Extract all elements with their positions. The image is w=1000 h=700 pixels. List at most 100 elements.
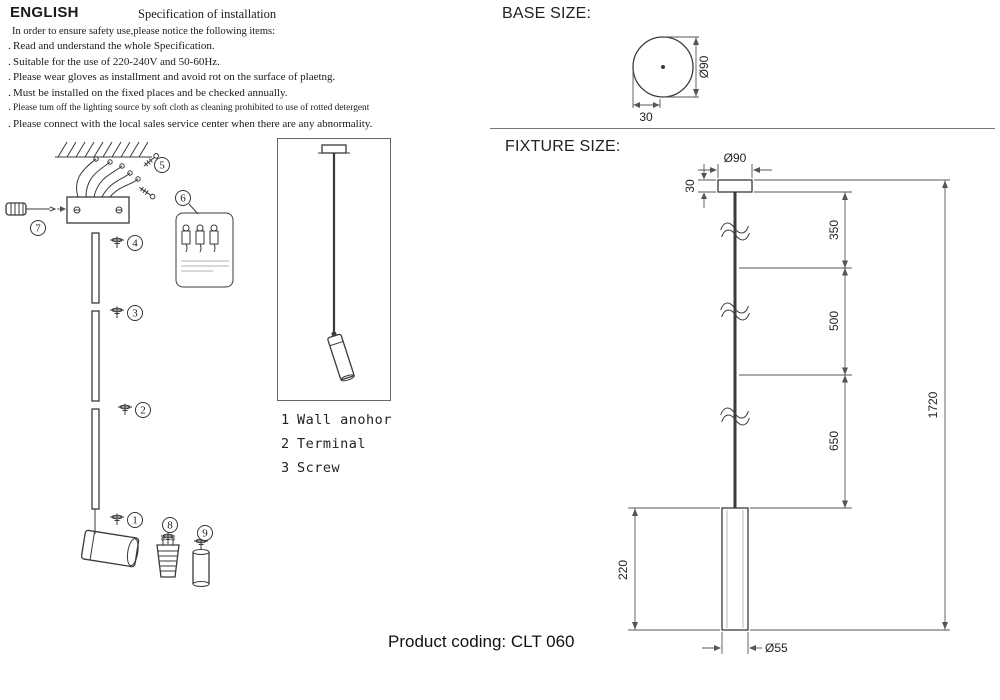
canopy-diameter-dim: Ø90 xyxy=(698,151,772,178)
wires xyxy=(76,156,141,198)
product-coding: Product coding: CLT 060 xyxy=(388,632,575,651)
part-number-label: 6 xyxy=(180,193,186,205)
head-length-label: 220 xyxy=(616,560,630,580)
part-number-label: 1 xyxy=(132,515,138,527)
screw-glyph-5 xyxy=(143,153,159,167)
part-number-1: 1 xyxy=(127,512,143,528)
legend-number: 2 xyxy=(281,436,290,452)
instruction-text: Please wear gloves as installment and av… xyxy=(13,71,336,84)
base-size-diagram: Ø90 30 xyxy=(632,36,711,124)
part-number-9: 9 xyxy=(197,525,213,541)
instruction-text: Must be installed on the fixed places an… xyxy=(13,86,288,99)
fixture-size-diagram: Ø90 30 xyxy=(616,151,950,655)
legend-label: Terminal xyxy=(297,436,367,452)
instruction-text: Read and understand the whole Specificat… xyxy=(13,40,215,52)
canopy-diameter-label: Ø90 xyxy=(724,151,747,165)
base-circle xyxy=(632,36,694,98)
overall-height-dim: 1720 xyxy=(750,179,950,631)
part-number-7: 7 xyxy=(30,220,46,236)
part-number-label: 2 xyxy=(140,405,146,417)
instruction-item: .Please tum off the lighting source by s… xyxy=(6,101,458,117)
base-depth-dim: 30 xyxy=(632,72,661,124)
part-number-label: 3 xyxy=(132,308,138,320)
spotlight-head xyxy=(80,529,140,568)
figure-border xyxy=(277,138,391,401)
exploded-assembly-diagram: 1 2 3 4 5 6 7 8 9 xyxy=(5,141,234,587)
part-number-5: 5 xyxy=(154,157,170,173)
instruction-text: Suitable for the use of 220-240V and 50-… xyxy=(13,55,220,68)
base-diameter-label: Ø90 xyxy=(697,55,711,78)
instruction-item: .Must be installed on the fixed places a… xyxy=(6,86,458,102)
fixture-canopy xyxy=(318,144,350,154)
section-divider xyxy=(490,128,995,129)
head-diameter-label: Ø55 xyxy=(765,641,788,655)
part-number-label: 7 xyxy=(35,223,41,235)
rod-segments xyxy=(91,232,100,534)
instruction-text: Please tum off the lighting source by so… xyxy=(13,103,370,114)
instruction-text: Please connect with the local sales serv… xyxy=(13,117,373,130)
bolt-glyph xyxy=(110,306,124,318)
instruction-item: .Please connect with the local sales ser… xyxy=(6,117,458,133)
part-number-6: 6 xyxy=(175,190,191,206)
segment-top-label: 350 xyxy=(827,220,841,240)
base-diameter-dim: Ø90 xyxy=(665,36,711,98)
legend-item: 3 Screw xyxy=(281,460,392,484)
legend-label: Screw xyxy=(297,460,341,476)
leader-line xyxy=(188,203,199,215)
instructions-intro: In order to ensure safety use,please not… xyxy=(12,26,276,37)
part-number-3: 3 xyxy=(127,305,143,321)
base-depth-label: 30 xyxy=(639,110,653,124)
fixture-rod xyxy=(720,192,750,508)
fixture-canopy-drawing xyxy=(717,179,753,193)
legend-item: 2 Terminal xyxy=(281,436,392,460)
instruction-item: .Please wear gloves as installment and a… xyxy=(6,70,458,86)
lamp-glyph xyxy=(156,537,180,578)
instructions-list: .Read and understand the whole Specifica… xyxy=(6,39,458,133)
bullet: . xyxy=(8,86,11,99)
legend-label: Wall anohor xyxy=(297,412,392,428)
part-number-4: 4 xyxy=(127,235,143,251)
part-number-label: 4 xyxy=(132,238,138,250)
bolt-glyph xyxy=(110,513,124,525)
canopy-height-label: 30 xyxy=(683,179,697,193)
bullet: . xyxy=(8,71,11,84)
fixture-cylinder xyxy=(721,507,749,631)
head-diameter-dim: Ø55 xyxy=(702,632,788,655)
head-length-dim: 220 xyxy=(616,507,720,631)
bullet: . xyxy=(8,103,11,114)
bullet: . xyxy=(8,55,11,68)
screwdriver-glyph xyxy=(5,202,66,216)
page-title: Specification of installation xyxy=(138,7,277,21)
language-label: ENGLISH xyxy=(10,4,79,21)
legend-number: 3 xyxy=(281,460,290,476)
part-number-label: 8 xyxy=(167,520,173,532)
legend-number: 1 xyxy=(281,412,290,428)
base-size-title: BASE SIZE: xyxy=(502,5,592,22)
part-number-label: 9 xyxy=(202,528,208,540)
assembled-fixture-figure xyxy=(277,138,391,401)
canopy-height-dim: 30 xyxy=(683,164,716,208)
legend: 1 Wall anohor 2 Terminal 3 Screw xyxy=(281,412,392,484)
terminal-detail-inset xyxy=(175,212,234,288)
part-number-label: 5 xyxy=(159,160,165,172)
overall-height-label: 1720 xyxy=(926,391,940,418)
mounting-plate xyxy=(66,196,130,224)
screw-glyph-6 xyxy=(139,186,156,200)
legend-item: 1 Wall anohor xyxy=(281,412,392,436)
fixture-head xyxy=(327,333,355,382)
part-number-2: 2 xyxy=(135,402,151,418)
sleeve-glyph xyxy=(192,549,210,587)
instruction-item: .Read and understand the whole Specifica… xyxy=(6,39,458,55)
bullet: . xyxy=(8,40,11,52)
bolt-glyph xyxy=(118,403,132,415)
part-number-8: 8 xyxy=(162,517,178,533)
instruction-item: .Suitable for the use of 220-240V and 50… xyxy=(6,55,458,71)
ceiling-hatching xyxy=(55,141,152,158)
fixture-size-title: FIXTURE SIZE: xyxy=(505,138,621,155)
bolt-glyph xyxy=(110,236,124,248)
segment-dims: 350 500 650 xyxy=(739,191,852,509)
bolt-glyph xyxy=(161,532,175,544)
bullet: . xyxy=(8,117,11,130)
segment-middle-label: 500 xyxy=(827,311,841,331)
